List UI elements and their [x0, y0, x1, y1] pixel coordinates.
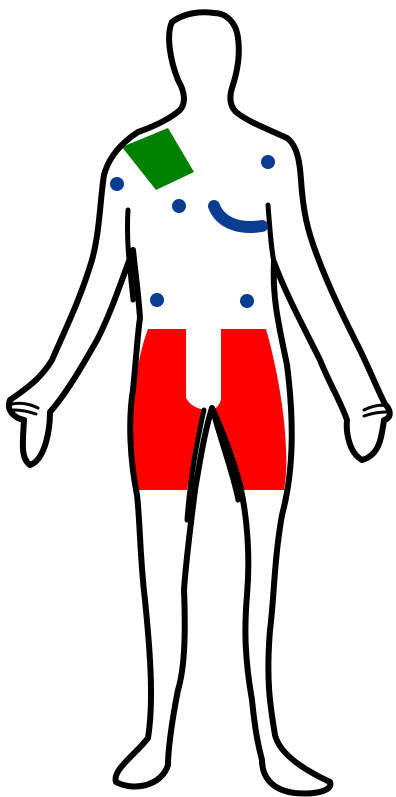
body-silhouette	[9, 12, 390, 793]
marker-dot	[172, 199, 186, 213]
marker-dot	[240, 294, 254, 308]
marker-dot	[150, 293, 164, 307]
marker-dot	[261, 155, 275, 169]
marker-dot	[110, 177, 124, 191]
